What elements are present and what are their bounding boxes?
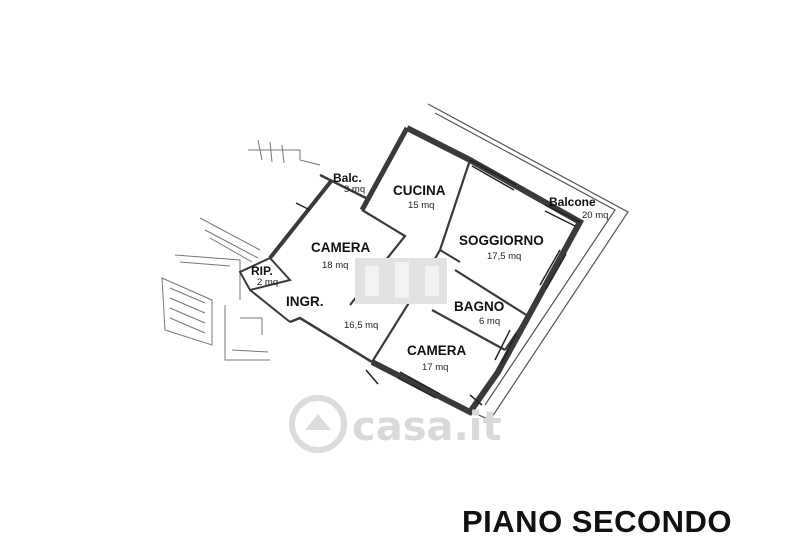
- room-name-soggiorno: SOGGIORNO: [459, 233, 544, 248]
- room-name-cucina: CUCINA: [393, 183, 446, 198]
- room-area-balcone: 20 mq: [582, 210, 608, 221]
- room-name-rip: RIP.: [251, 264, 273, 278]
- room-area-rip: 2 mq: [257, 277, 278, 288]
- balcone-outline: [427, 103, 629, 421]
- room-area-soggiorno: 17,5 mq: [487, 251, 521, 262]
- room-area-bagno: 6 mq: [479, 316, 500, 327]
- room-area-balc: 3 mq: [344, 184, 365, 195]
- room-name-ingr: INGR.: [286, 294, 324, 309]
- room-name-balcone: Balcone: [549, 195, 596, 209]
- openings: [295, 159, 581, 406]
- room-name-camera-2: CAMERA: [407, 343, 466, 358]
- adjacent-structures: [161, 139, 321, 361]
- watermark: casa.it: [289, 258, 502, 453]
- room-name-balc: Balc.: [333, 171, 362, 185]
- floor-title: PIANO SECONDO: [462, 504, 733, 539]
- room-area-camera-1: 18 mq: [322, 260, 348, 271]
- room-name-bagno: BAGNO: [454, 299, 504, 314]
- watermark-text: casa.it: [352, 404, 502, 450]
- room-name-camera-1: CAMERA: [311, 240, 370, 255]
- room-area-cucina: 15 mq: [408, 200, 434, 211]
- apartment-walls: [238, 125, 585, 416]
- room-area-camera-2: 17 mq: [422, 362, 448, 373]
- room-labels: Balc. 3 mq CUCINA 15 mq Balcone 20 mq CA…: [251, 171, 608, 373]
- room-area-ingr: 16,5 mq: [344, 320, 378, 331]
